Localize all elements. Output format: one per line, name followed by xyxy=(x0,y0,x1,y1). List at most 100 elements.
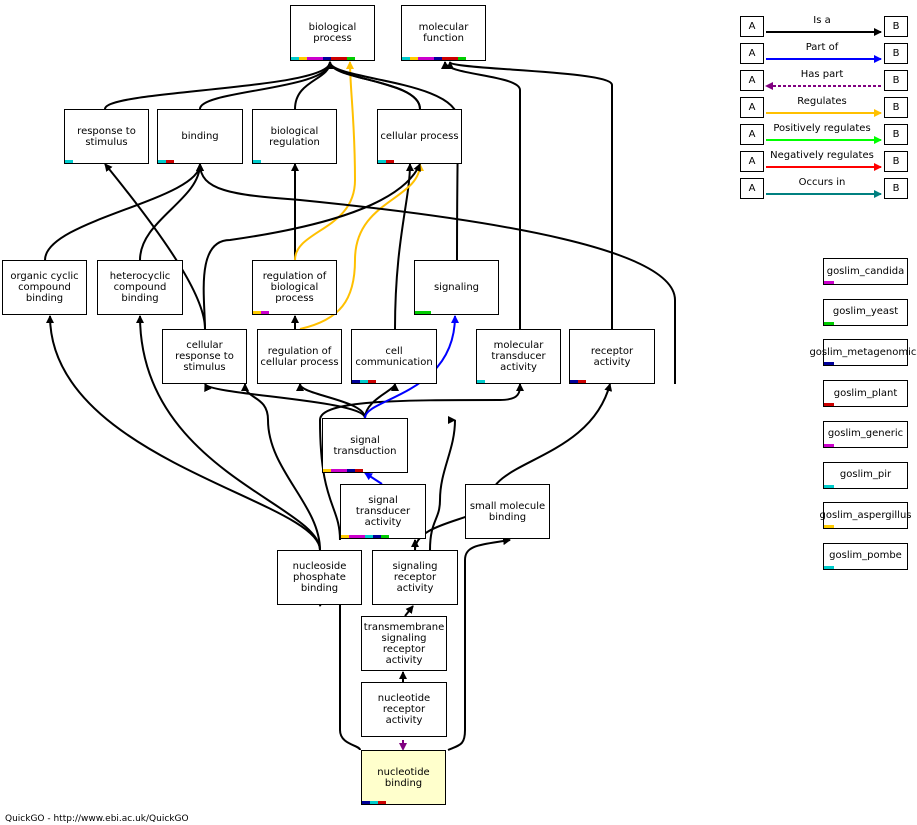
term-regulation-of-biological-process[interactable]: regulation of biological process xyxy=(252,260,337,315)
term-molecular-function[interactable]: molecular function xyxy=(401,5,486,61)
legend-node-a: A xyxy=(740,124,764,145)
legend-relation-label: Occurs in xyxy=(798,177,846,188)
term-heterocyclic-compound-binding[interactable]: heterocyclic compound binding xyxy=(97,260,183,315)
term-label: nucleotide receptor activity xyxy=(377,693,431,726)
subset-bar xyxy=(339,57,347,60)
subset-color-swatch xyxy=(824,362,834,366)
subset-bar xyxy=(315,57,323,60)
legend-node-b: B xyxy=(884,151,908,172)
term-label: biological process xyxy=(308,22,357,44)
term-label: regulation of biological process xyxy=(262,271,327,304)
term-label: signal transduction xyxy=(333,434,397,457)
term-biological-regulation[interactable]: biological regulation xyxy=(252,109,337,164)
subset-bar xyxy=(158,160,166,163)
legend-node-b: B xyxy=(884,124,908,145)
relation-edge xyxy=(44,163,204,261)
subset-color-swatch xyxy=(824,484,834,488)
term-label: cellular process xyxy=(380,131,459,142)
term-receptor-activity[interactable]: receptor activity xyxy=(569,329,655,384)
term-label: nucleoside phosphate binding xyxy=(292,561,347,594)
legend-relation-label: Positively regulates xyxy=(773,123,871,134)
relation-edge xyxy=(139,163,204,261)
subset-bar xyxy=(323,57,331,60)
subset-bars xyxy=(415,311,431,314)
term-label: response to stimulus xyxy=(77,125,136,148)
term-signal-transduction[interactable]: signal transduction xyxy=(322,418,408,473)
subset-bar xyxy=(450,57,458,60)
term-cellular-response-to-stimulus[interactable]: cellular response to stimulus xyxy=(162,329,247,384)
term-signaling-receptor-activity[interactable]: signaling receptor activity xyxy=(372,550,458,605)
term-cell-communication[interactable]: cell communication xyxy=(351,329,437,384)
relation-edge xyxy=(104,61,334,110)
subset-bar xyxy=(355,469,363,472)
term-label: heterocyclic compound binding xyxy=(109,271,171,304)
relation-edge xyxy=(394,163,414,330)
term-binding[interactable]: binding xyxy=(157,109,243,164)
subset-bar xyxy=(442,57,450,60)
subset-bar xyxy=(381,535,389,538)
relation-edge xyxy=(204,383,366,419)
subset-bar xyxy=(362,801,370,804)
subset-bar xyxy=(373,535,381,538)
subset-bar xyxy=(341,535,349,538)
term-cellular-process[interactable]: cellular process xyxy=(377,109,462,164)
subset-goslim-pir: goslim_pir xyxy=(823,461,908,489)
term-label: organic cyclic compound binding xyxy=(10,271,79,304)
term-label: biological regulation xyxy=(269,125,320,148)
term-nucleotide-binding[interactable]: nucleotide binding xyxy=(361,750,446,805)
term-label: cell communication xyxy=(355,345,433,368)
term-nucleotide-receptor-activity[interactable]: nucleotide receptor activity xyxy=(361,682,447,737)
legend-node-a: A xyxy=(740,178,764,199)
subset-bar xyxy=(477,380,485,383)
relation-edge xyxy=(241,383,321,551)
subset-label: goslim_candida xyxy=(826,265,905,277)
term-signaling[interactable]: signaling xyxy=(414,260,499,315)
subset-bars xyxy=(402,57,466,60)
subset-goslim-generic: goslim_generic xyxy=(823,420,908,448)
relation-edge xyxy=(404,605,414,617)
relation-edge xyxy=(46,315,321,551)
relation-edge xyxy=(136,315,321,551)
subset-bar xyxy=(261,311,269,314)
subset-bar xyxy=(347,469,355,472)
subset-bars xyxy=(341,535,389,538)
term-label: signal transducer activity xyxy=(355,495,411,528)
footer-credit: QuickGO - http://www.ebi.ac.uk/QuickGO xyxy=(5,814,189,824)
term-biological-process[interactable]: biological process xyxy=(290,5,375,61)
term-nucleoside-phosphate-binding[interactable]: nucleoside phosphate binding xyxy=(277,550,362,605)
subset-bar xyxy=(426,57,434,60)
term-molecular-transducer-activity[interactable]: molecular transducer activity xyxy=(476,329,561,384)
term-label: receptor activity xyxy=(590,345,634,368)
legend-node-a: A xyxy=(740,70,764,91)
term-signal-transducer-activity[interactable]: signal transducer activity xyxy=(340,484,426,539)
subset-color-swatch xyxy=(824,525,834,529)
subset-bars xyxy=(65,160,73,163)
legend-relation-label: Is a xyxy=(813,15,831,26)
subset-bar xyxy=(360,380,368,383)
subset-bar xyxy=(166,160,174,163)
legend-relation-label: Negatively regulates xyxy=(770,150,874,161)
subset-goslim-pombe: goslim_pombe xyxy=(823,542,908,570)
subset-bar xyxy=(578,380,586,383)
term-organic-cyclic-compound-binding[interactable]: organic cyclic compound binding xyxy=(2,260,87,315)
subset-color-swatch xyxy=(824,565,834,569)
subset-bar xyxy=(253,160,261,163)
relation-edge xyxy=(447,537,511,751)
term-transmembrane-signaling-receptor-activity[interactable]: transmembrane signaling receptor activit… xyxy=(361,616,447,671)
subset-goslim-aspergillus: goslim_aspergillus xyxy=(820,502,912,530)
subset-bar xyxy=(323,469,331,472)
term-label: small molecule binding xyxy=(469,500,546,523)
subset-bar xyxy=(378,160,386,163)
term-small-molecule-binding[interactable]: small molecule binding xyxy=(465,484,550,539)
legend-node-b: B xyxy=(884,70,908,91)
relation-edge xyxy=(196,163,676,384)
term-regulation-of-cellular-process[interactable]: regulation of cellular process xyxy=(257,329,342,384)
subset-bar xyxy=(352,380,360,383)
subset-bar xyxy=(378,801,386,804)
term-response-to-stimulus[interactable]: response to stimulus xyxy=(64,109,149,164)
subset-bars xyxy=(323,469,363,472)
subset-label: goslim_metagenomics xyxy=(809,346,917,358)
legend-node-b: B xyxy=(884,16,908,37)
legend-node-a: A xyxy=(740,16,764,37)
subset-bar xyxy=(410,57,418,60)
